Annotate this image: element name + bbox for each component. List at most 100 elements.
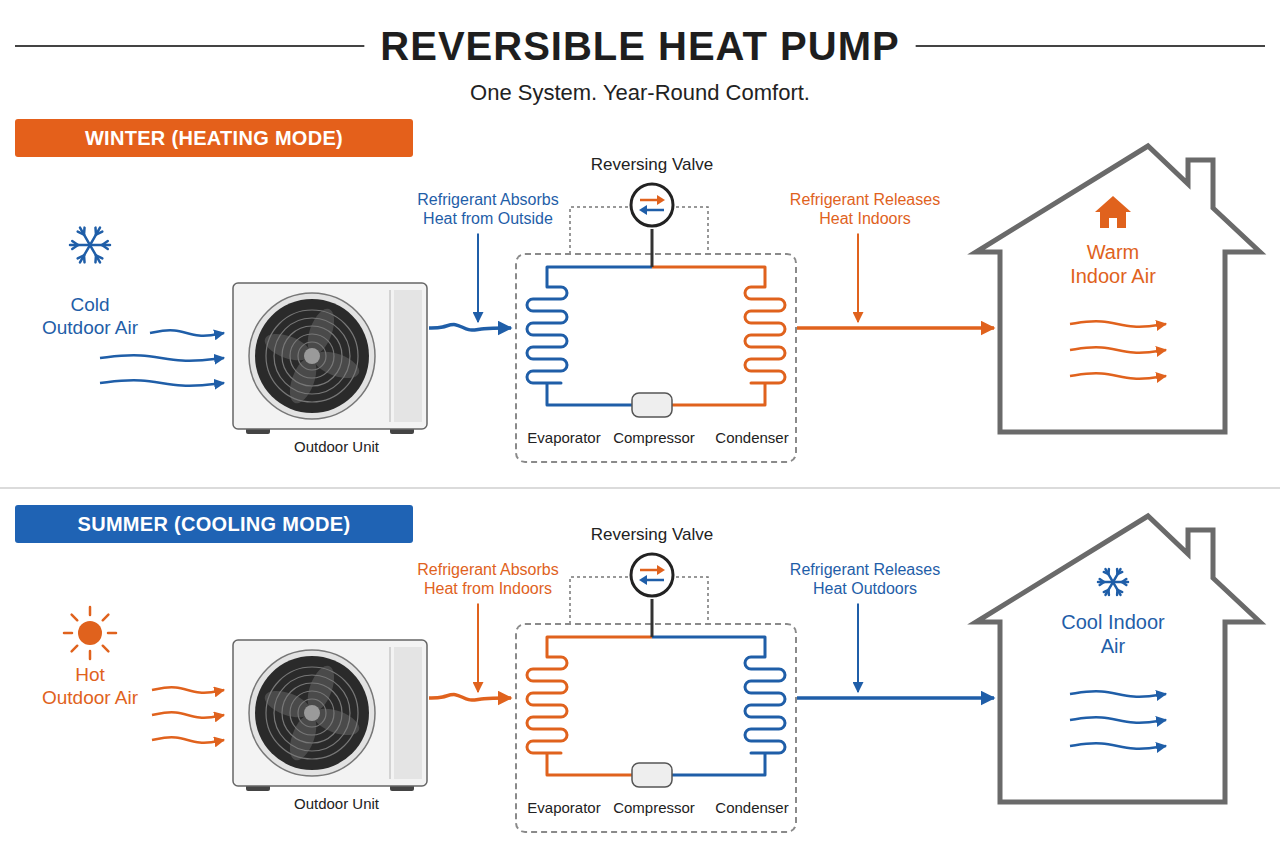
outdoor-unit-drawing	[230, 280, 435, 438]
grille-ring	[274, 675, 350, 751]
mode-banner: WINTER (HEATING MODE)	[15, 119, 413, 157]
fan-rim	[249, 293, 375, 419]
snowflake-arm	[1113, 569, 1121, 582]
compressor-body	[632, 393, 672, 417]
snowflake-arm	[90, 245, 100, 262]
title-rule	[916, 45, 1265, 47]
air-flow-arrow	[1070, 373, 1166, 378]
fan-hub	[304, 705, 320, 721]
snowflake-branch	[1100, 579, 1104, 582]
air-flow-arrow	[1070, 691, 1166, 696]
house: Warm Indoor Air	[998, 140, 1228, 435]
snowflake-branch	[1107, 569, 1110, 574]
subtitle: One System. Year-Round Comfort.	[320, 80, 960, 106]
snowflake-icon	[70, 228, 110, 263]
outdoor-unit: Outdoor Unit	[230, 280, 435, 458]
reversing-valve: Reversing Valve	[587, 525, 718, 599]
valve-arrowhead	[657, 195, 665, 205]
refrigerant-flow	[797, 326, 994, 330]
fan-rim	[249, 650, 375, 776]
valve-pilot-line	[570, 577, 628, 623]
grille-ring	[266, 310, 358, 402]
air-flow-arrow	[1070, 347, 1166, 352]
house-wall	[976, 146, 1260, 432]
valve-pilot-line	[676, 207, 708, 253]
snowflake-arm	[90, 228, 100, 245]
unit-panel-seam	[389, 647, 391, 779]
banner-text: WINTER (HEATING MODE)	[85, 126, 343, 150]
room-label: Warm Indoor Air	[1061, 240, 1165, 288]
room-label: Cool Indoor Air	[1061, 610, 1165, 658]
air-flow-arrow	[152, 687, 224, 692]
valve-symbol	[627, 181, 677, 229]
refrigerant-flow	[797, 696, 994, 700]
snowflake-branch	[72, 241, 78, 245]
grille-ring	[290, 691, 334, 735]
component-label: Evaporator	[527, 429, 600, 447]
valve-pipe	[651, 623, 654, 637]
fan-hub	[304, 348, 320, 364]
title-rule	[15, 45, 364, 47]
component-label: Condenser	[715, 799, 788, 817]
air-flow-arrow	[152, 712, 224, 717]
unit-side-panel	[394, 647, 422, 779]
sun-ray	[103, 646, 109, 652]
valve-connection	[651, 599, 654, 623]
refrigerant-flow	[429, 695, 511, 700]
valve-pipe	[651, 253, 654, 267]
evaporator-coil	[527, 267, 652, 405]
unit-label: Outdoor Unit	[294, 795, 379, 813]
grille-ring	[298, 342, 326, 370]
valve-symbol	[627, 551, 677, 599]
snowflake-branch	[102, 245, 108, 249]
refrigerant-circuit: EvaporatorCompressorCondenser	[515, 623, 797, 833]
air-label: Hot Outdoor Air	[40, 664, 140, 710]
snowflake-icon	[1098, 569, 1128, 595]
unit-side-panel	[394, 290, 422, 422]
sun-ray	[108, 632, 116, 635]
valve-connection	[651, 229, 654, 253]
air-label: Cold Outdoor Air	[40, 294, 140, 340]
compressor-body	[632, 763, 672, 787]
condenser-coil	[652, 637, 785, 775]
component-label: Evaporator	[527, 799, 600, 817]
house: Cool Indoor Air	[998, 510, 1228, 805]
edge-label: Refrigerant Absorbs Heat from Indoors	[403, 560, 573, 598]
snowflake-arm	[1098, 581, 1113, 584]
sun-ray	[103, 615, 109, 621]
valve-arrow	[646, 579, 664, 582]
valve-pilot-line	[570, 207, 628, 253]
valve-body	[631, 554, 673, 596]
valve-label: Reversing Valve	[591, 155, 714, 175]
mode-banner: SUMMER (COOLING MODE)	[15, 505, 413, 543]
valve-arrow	[640, 199, 658, 202]
reversing-valve: Reversing Valve	[587, 155, 718, 229]
snowflake-arm	[1113, 582, 1121, 595]
refrigerant-flow	[429, 325, 511, 330]
snowflake-arm	[90, 244, 110, 247]
sun-ray	[72, 646, 78, 652]
refrigerant-circuit: EvaporatorCompressorCondenser	[515, 253, 797, 463]
valve-arrowhead	[639, 205, 647, 215]
snowflake-branch	[78, 255, 84, 258]
fan-grille	[255, 656, 369, 770]
unit-casing	[233, 283, 427, 429]
title: REVERSIBLE HEAT PUMP	[380, 22, 899, 70]
evaporator-coil	[527, 637, 652, 775]
house-outline	[998, 140, 1228, 435]
air-flow-arrow	[152, 737, 224, 742]
valve-arrow	[640, 569, 658, 572]
snowflake-branch	[1104, 590, 1109, 592]
air-flow-arrow	[1070, 717, 1166, 722]
label-pointer	[857, 233, 859, 322]
edge-label: Refrigerant Releases Heat Indoors	[780, 190, 950, 228]
component-label: Compressor	[613, 429, 695, 447]
snowflake-arm	[1113, 581, 1128, 584]
sun-icon	[64, 607, 116, 659]
section-divider	[0, 487, 1280, 489]
valve-body	[631, 184, 673, 226]
valve-label: Reversing Valve	[591, 525, 714, 545]
air-flow-arrow	[150, 330, 224, 335]
edge-label: Refrigerant Absorbs Heat from Outside	[403, 190, 573, 228]
